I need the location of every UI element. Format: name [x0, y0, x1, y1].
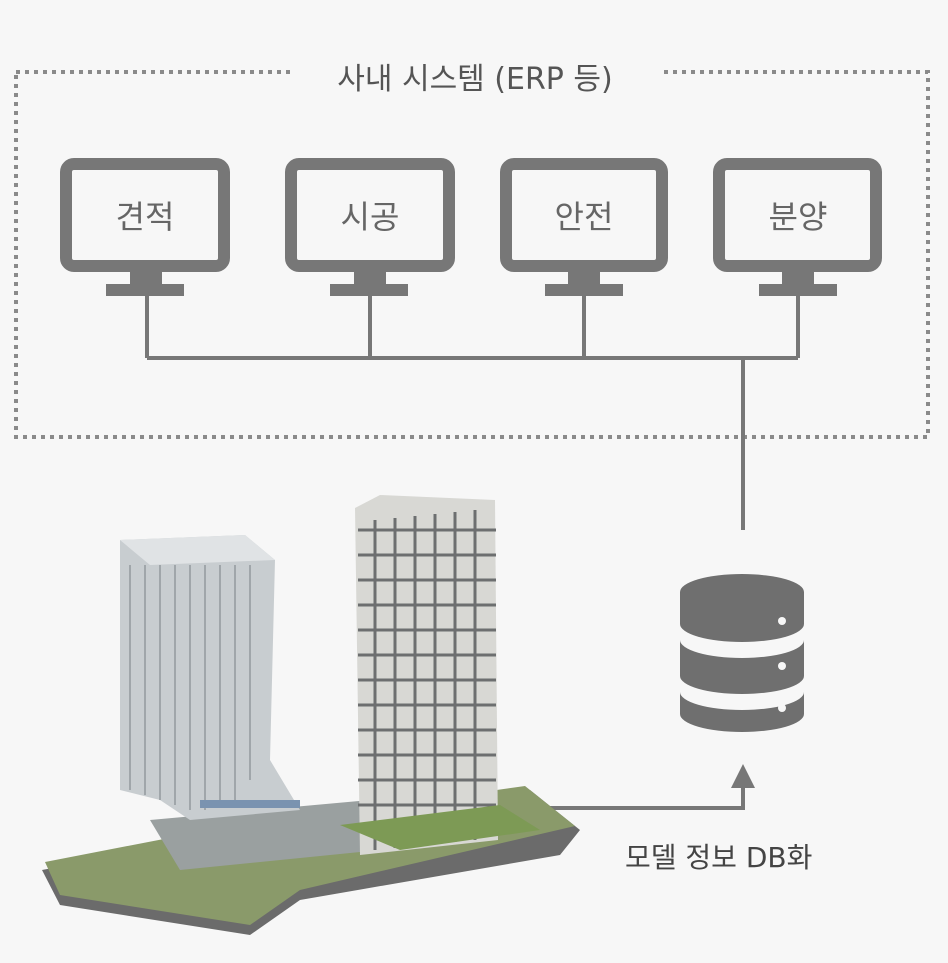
connection-lines [145, 296, 800, 810]
system-label-construction: 시공 [340, 198, 400, 236]
monitor-icon [285, 158, 455, 272]
monitor-icon [713, 158, 882, 272]
system-label-sales: 분양 [768, 198, 828, 236]
database-icon [680, 574, 804, 732]
monitor-icon [500, 158, 668, 272]
erp-dotted-boundary [14, 70, 930, 439]
building-model-illustration [42, 495, 580, 935]
arrow-head-icon [731, 764, 755, 788]
erp-system-title: 사내 시스템 (ERP 등) [290, 54, 660, 98]
db-caption: 모델 정보 DB화 [625, 841, 813, 874]
system-label-estimate: 견적 [115, 198, 175, 236]
system-label-safety: 안전 [554, 198, 614, 236]
monitor-icon [60, 158, 230, 272]
